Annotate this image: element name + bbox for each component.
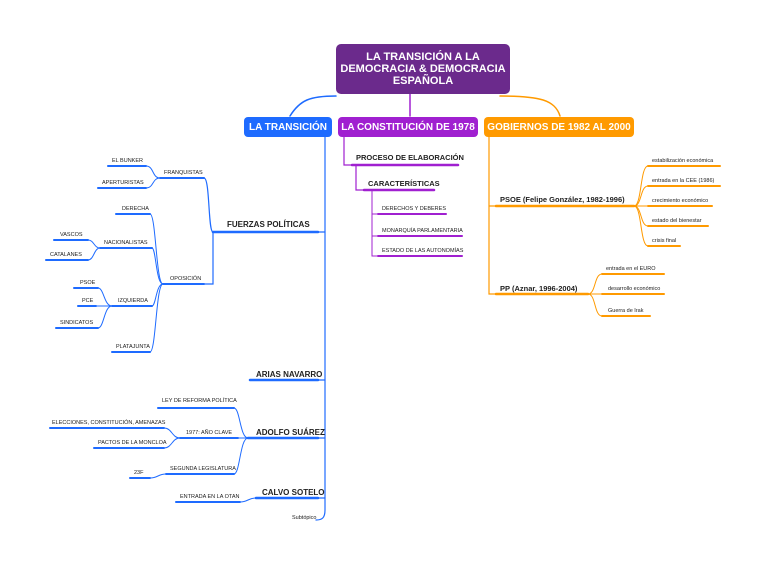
topic-psoe-gonzalez[interactable]: PSOE (Felipe González, 1982-1996): [500, 195, 625, 204]
topic-calvo-sotelo[interactable]: CALVO SOTELO: [262, 488, 325, 497]
topic-elecciones[interactable]: ELECCIONES, CONSTITUCIÓN, AMENAZAS: [52, 420, 166, 426]
topic-psoe-item[interactable]: estabilización económica: [652, 158, 714, 164]
topic-proceso-elaboracion[interactable]: PROCESO DE ELABORACIÓN: [356, 153, 464, 162]
main-topic-gobiernos[interactable]: GOBIERNOS DE 1982 AL 2000: [484, 117, 634, 137]
topic-caracteristicas[interactable]: CARACTERÍSTICAS: [368, 179, 440, 188]
topic-derechos-deberes[interactable]: DERECHOS Y DEBERES: [382, 206, 446, 212]
topic-oposicion[interactable]: OPOSICIÓN: [170, 276, 202, 282]
topic-vascos[interactable]: VASCOS: [60, 232, 83, 238]
topic-derecha[interactable]: DERECHA: [122, 206, 149, 212]
main-topic-constitucion[interactable]: LA CONSTITUCIÓN DE 1978: [338, 117, 478, 137]
topic-pactos-moncloa[interactable]: PACTOS DE LA MONCLOA: [98, 440, 167, 446]
topic-platajunta[interactable]: PLATAJUNTA: [116, 344, 150, 350]
topic-entrada-otan[interactable]: ENTRADA EN LA OTAN: [180, 494, 240, 500]
topic-psoe-item[interactable]: crecimiento económico: [652, 198, 709, 204]
topic-23f[interactable]: 23F: [134, 470, 144, 476]
topic-pp-item[interactable]: Guerra de Irak: [608, 308, 644, 314]
topic-adolfo-suarez[interactable]: ADOLFO SUÁREZ: [256, 428, 325, 437]
topic-psoe[interactable]: PSOE: [80, 280, 96, 286]
topic-fuerzas-politicas[interactable]: FUERZAS POLÍTICAS: [227, 220, 310, 229]
topic-estado-autonomias[interactable]: ESTADO DE LAS AUTONOMÍAS: [382, 248, 464, 254]
topic-segunda-legislatura[interactable]: SEGUNDA LEGISLATURA: [170, 466, 236, 472]
topic-izquierda[interactable]: IZQUIERDA: [118, 298, 148, 304]
topic-ley-reforma[interactable]: LEY DE REFORMA POLÍTICA: [162, 398, 237, 404]
topic-psoe-item[interactable]: crisis final: [652, 238, 677, 244]
topic-catalanes[interactable]: CATALANES: [50, 252, 82, 258]
topic-pp-aznar[interactable]: PP (Aznar, 1996-2004): [500, 284, 578, 293]
topic-aperturistas[interactable]: APERTURISTAS: [102, 180, 144, 186]
topic-franquistas[interactable]: FRANQUISTAS: [164, 170, 203, 176]
topic-el-bunker[interactable]: EL BUNKER: [112, 158, 143, 164]
topic-subtopico[interactable]: Subtópico: [292, 515, 317, 521]
topic-psoe-item[interactable]: estado del bienestar: [652, 218, 702, 224]
root-topic[interactable]: LA TRANSICIÓN A LA DEMOCRACIA & DEMOCRAC…: [336, 44, 510, 94]
topic-1977-ano-clave[interactable]: 1977: AÑO CLAVE: [186, 430, 233, 436]
topic-monarquia[interactable]: MONARQUÍA PARLAMENTARIA: [382, 228, 463, 234]
topic-pp-item[interactable]: desarrollo económico: [608, 286, 661, 292]
topic-nacionalistas[interactable]: NACIONALISTAS: [104, 240, 148, 246]
main-topic-transicion[interactable]: LA TRANSICIÓN: [244, 117, 332, 137]
topic-sindicatos[interactable]: SINDICATOS: [60, 320, 94, 326]
topic-pp-item[interactable]: entrada en el EURO: [606, 266, 656, 272]
topic-pce[interactable]: PCE: [82, 298, 94, 304]
topic-psoe-item[interactable]: entrada en la CEE (1986): [652, 178, 715, 184]
topic-arias-navarro[interactable]: ARIAS NAVARRO: [256, 370, 323, 379]
